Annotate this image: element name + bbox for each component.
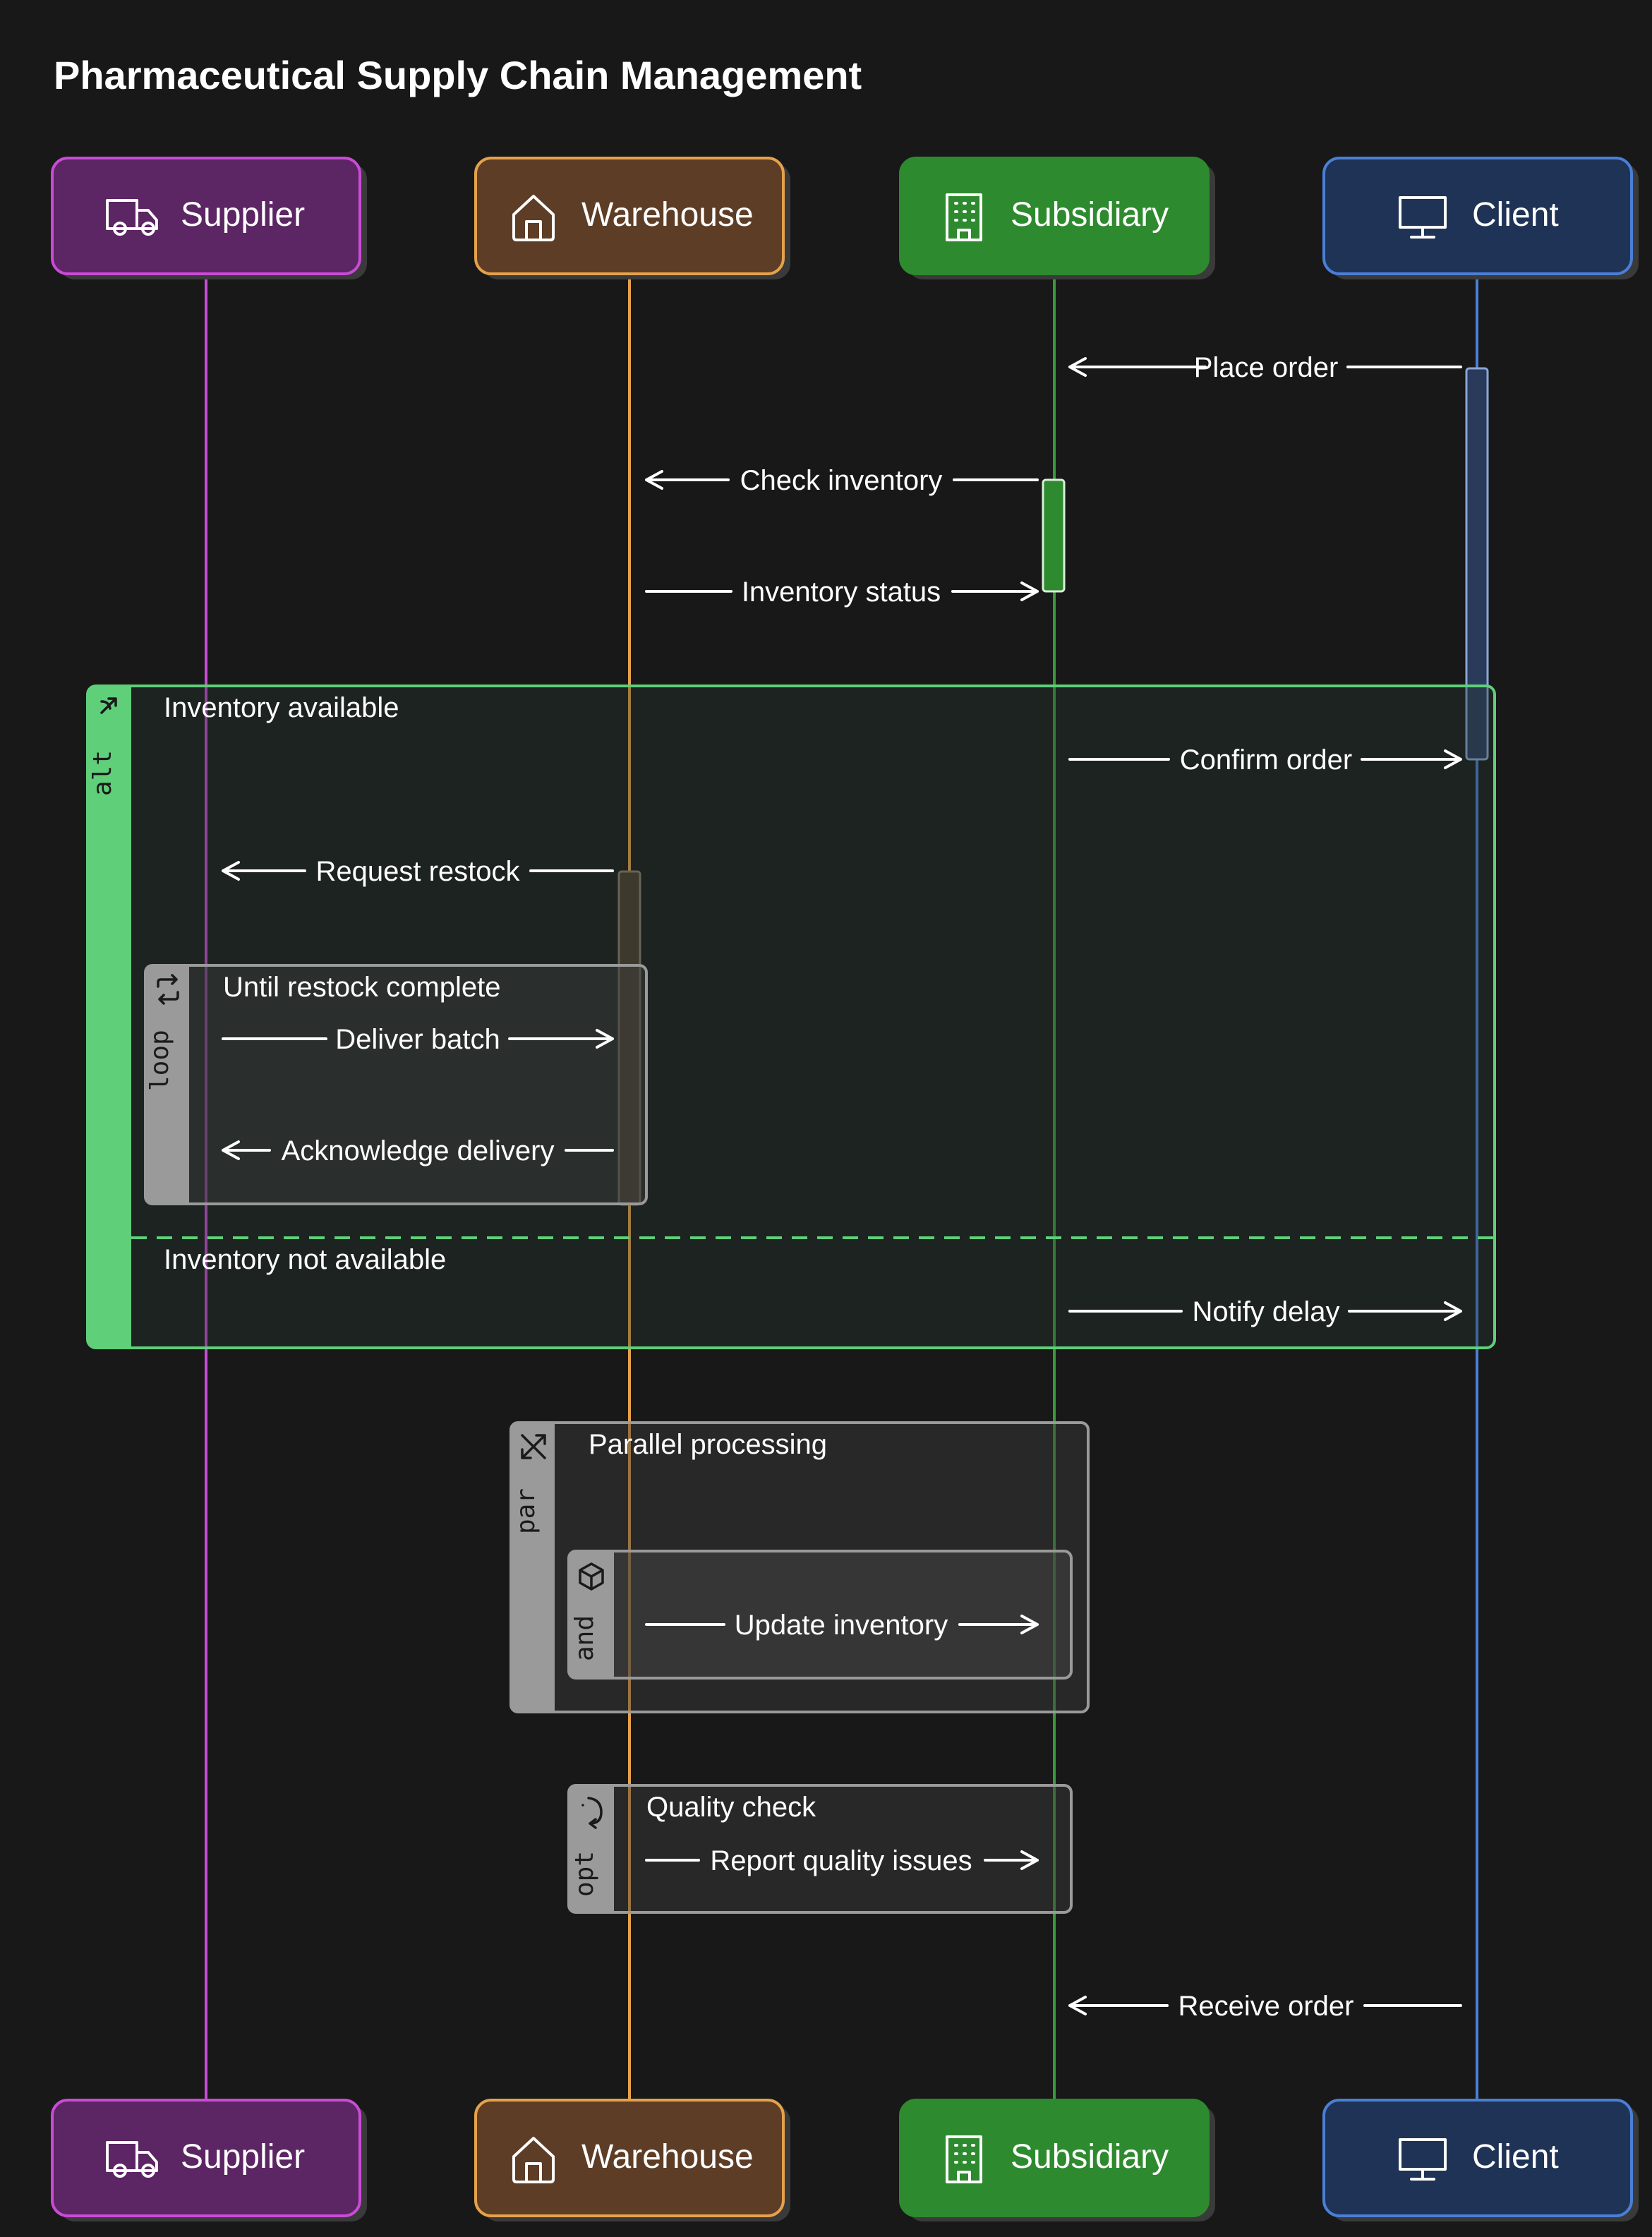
alt-frame: alt Inventory available Inventory not av… — [86, 685, 1496, 1349]
message-deliver-batch: Deliver batch — [222, 1024, 614, 1055]
loop-tag-label: loop — [145, 1030, 174, 1091]
diagram-title: Pharmaceutical Supply Chain Management — [54, 53, 862, 97]
message-notify-delay: Notify delay — [1068, 1296, 1462, 1327]
truck-icon — [106, 2141, 158, 2178]
monitor-icon — [1399, 196, 1447, 239]
message-report-quality-issues: Report quality issues — [645, 1845, 1039, 1876]
actor-subsidiary-bottom[interactable]: Subsidiary — [899, 2099, 1215, 2221]
message-confirm-order: Confirm order — [1068, 744, 1462, 776]
par-tag-label: par — [512, 1488, 541, 1534]
actor-label: Subsidiary — [1011, 196, 1169, 234]
message-label: Report quality issues — [710, 1845, 972, 1876]
activation-subsidiary — [1042, 478, 1066, 593]
alt-icon — [100, 697, 117, 714]
actors-bottom: Supplier Warehouse Subsidiary Client — [51, 2099, 1639, 2221]
and-icon — [579, 1562, 604, 1591]
opt-frame-tab — [569, 1785, 614, 1912]
message-label: Update inventory — [735, 1610, 948, 1641]
par-frame-tab — [511, 1423, 555, 1712]
par-condition: Parallel processing — [589, 1429, 827, 1460]
loop-icon — [157, 974, 179, 1005]
opt-frame: opt Quality check — [567, 1784, 1073, 1914]
actor-client-bottom[interactable]: Client — [1322, 2099, 1639, 2221]
loop-condition: Until restock complete — [223, 972, 500, 1003]
message-label: Acknowledge delivery — [282, 1135, 555, 1166]
message-place-order: Place order — [1068, 352, 1462, 383]
opt-condition: Quality check — [646, 1792, 816, 1823]
message-label: Notify delay — [1193, 1296, 1340, 1327]
par-frame: par Parallel processing and — [510, 1421, 1090, 1713]
actor-label: Warehouse — [581, 196, 754, 234]
message-inventory-status: Inventory status — [645, 577, 1039, 608]
alt-condition: Inventory available — [164, 692, 399, 723]
message-update-inventory: Update inventory — [645, 1610, 1039, 1641]
message-label: Inventory status — [742, 577, 941, 608]
message-label: Deliver batch — [335, 1024, 500, 1055]
opt-tag-label: opt — [570, 1851, 599, 1897]
actor-label: Client — [1472, 196, 1559, 234]
actor-label: Supplier — [181, 2138, 305, 2176]
actor-label: Warehouse — [581, 2138, 754, 2176]
actors-top: Supplier Warehouse Subsidiary — [51, 157, 1639, 279]
actor-warehouse-bottom[interactable]: Warehouse — [474, 2099, 790, 2221]
building-icon — [946, 2135, 982, 2183]
loop-frame: loop Until restock complete — [144, 964, 648, 1205]
message-acknowledge-delivery: Acknowledge delivery — [222, 1135, 614, 1166]
monitor-icon — [1399, 2138, 1447, 2181]
par-icon — [521, 1434, 546, 1459]
message-request-restock: Request restock — [222, 856, 614, 887]
actor-warehouse-top[interactable]: Warehouse — [474, 157, 790, 279]
message-check-inventory: Check inventory — [645, 465, 1039, 496]
actor-label: Client — [1472, 2138, 1559, 2176]
house-icon — [512, 195, 555, 241]
alt-tag-label: alt — [88, 750, 117, 796]
alt-else-condition: Inventory not available — [164, 1244, 446, 1275]
and-tag-label: and — [570, 1615, 599, 1661]
actor-subsidiary-top[interactable]: Subsidiary — [899, 157, 1215, 279]
message-receive-order: Receive order — [1068, 1991, 1462, 2022]
message-label: Receive order — [1178, 1991, 1353, 2022]
alt-frame-tab — [88, 686, 131, 1348]
building-icon — [946, 193, 982, 241]
messages: Place order Check inventory Inventory st… — [222, 352, 1462, 2022]
truck-icon — [106, 199, 158, 236]
activation-client — [1465, 367, 1489, 761]
actor-label: Supplier — [181, 196, 305, 234]
actor-client-top[interactable]: Client — [1322, 157, 1639, 279]
message-label: Place order — [1194, 352, 1339, 383]
message-label: Confirm order — [1180, 744, 1353, 776]
message-label: Check inventory — [740, 465, 943, 496]
opt-icon — [581, 1797, 603, 1829]
house-icon — [512, 2137, 555, 2183]
actor-supplier-bottom[interactable]: Supplier — [51, 2099, 367, 2221]
loop-frame-tab — [145, 965, 189, 1204]
actor-label: Subsidiary — [1011, 2138, 1169, 2176]
message-label: Request restock — [315, 856, 520, 887]
actor-supplier-top[interactable]: Supplier — [51, 157, 367, 279]
